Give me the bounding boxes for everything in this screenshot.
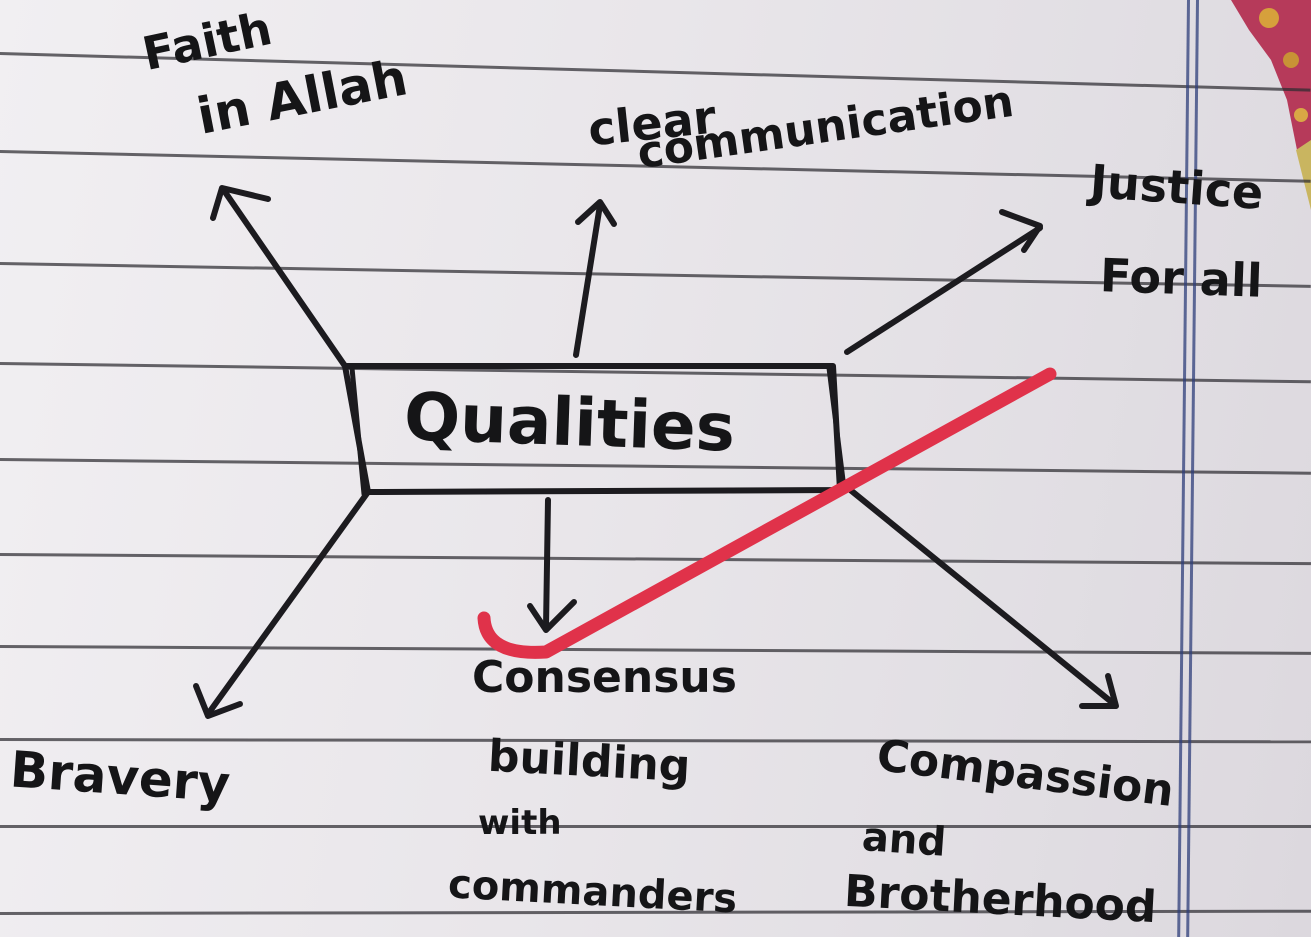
consensus-label-2: building — [486, 730, 692, 793]
arrow-compassion — [840, 481, 1117, 707]
center-label: Qualities — [402, 378, 737, 467]
arrow-consensus — [543, 497, 551, 631]
bravery-label: Bravery — [8, 740, 233, 814]
consensus-label-3: with — [478, 803, 562, 843]
arrow-justice — [844, 225, 1043, 355]
justice-label-2: For all — [1099, 248, 1264, 308]
justice-label: Justice — [1088, 154, 1266, 220]
ruled-line — [0, 825, 1311, 828]
compassion-label-2: and — [860, 814, 948, 866]
consensus-label: Consensus — [472, 652, 737, 703]
fabric-background — [1231, 0, 1311, 210]
arrow-bravery — [205, 489, 371, 717]
red-check-mark — [477, 367, 1057, 659]
arrow-faith — [222, 189, 348, 369]
arrow-communication — [573, 202, 603, 358]
